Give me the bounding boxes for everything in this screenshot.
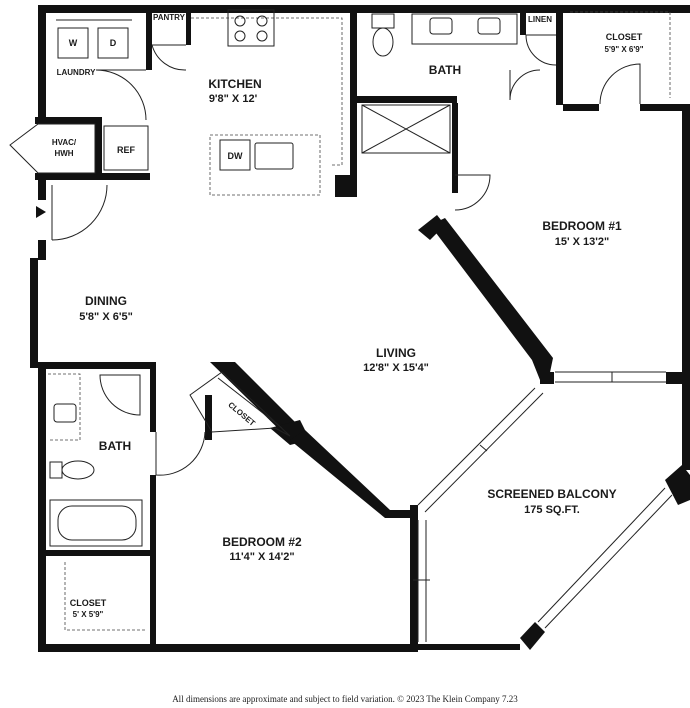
- hvac-closet: HVAC/ HWH: [9, 123, 96, 174]
- living-name: LIVING: [376, 346, 416, 360]
- washer-label: W: [69, 38, 78, 48]
- balcony-dims: 175 SQ.FT.: [524, 504, 580, 516]
- closet-door-icon: [599, 63, 641, 105]
- laundry-door-icon: [95, 69, 147, 121]
- kitchen-name: KITCHEN: [208, 77, 261, 91]
- kitchen-sink-icon: [254, 142, 294, 170]
- bedroom2-dims: 11'4" X 14'2": [229, 551, 294, 563]
- laundry-area: W D LAUNDRY: [56, 19, 147, 121]
- bedroom1-door-icon: [454, 174, 491, 211]
- living-dining: DINING 5'8" X 6'5" LIVING 12'8" X 15'4": [79, 294, 429, 374]
- washer-icon: [57, 27, 89, 59]
- bedroom1-name: BEDROOM #1: [542, 219, 622, 233]
- toilet-icon: [61, 460, 95, 480]
- pantry-label: PANTRY: [153, 13, 186, 22]
- bedroom2-name: BEDROOM #2: [222, 535, 302, 549]
- bath-top-name: BATH: [429, 63, 461, 77]
- bedroom2-door-icon: [155, 431, 206, 476]
- entry-arrow-icon: [36, 206, 46, 218]
- top-bath: BATH LINEN: [361, 13, 557, 154]
- linen-label: LINEN: [528, 15, 552, 24]
- balcony-glass: [413, 371, 673, 642]
- linen-door-icon: [525, 34, 557, 66]
- bedroom1-dims: 15' X 13'2": [555, 236, 609, 248]
- toilet-tank-icon: [371, 13, 395, 29]
- dishwasher-icon: [219, 139, 251, 171]
- hvac-label-1: HVAC/: [52, 138, 77, 147]
- ref-label: REF: [117, 145, 136, 155]
- hvac-label-2: HWH: [54, 149, 73, 158]
- screened-balcony: SCREENED BALCONY 175 SQ.FT.: [487, 487, 616, 516]
- dryer-label: D: [110, 38, 117, 48]
- dining-dims: 5'8" X 6'5": [79, 311, 133, 323]
- closet-bottom-dims: 5' X 5'9": [73, 610, 104, 619]
- closet-bottom-name: CLOSET: [70, 598, 107, 608]
- dryer-icon: [97, 27, 129, 59]
- pantry-door-icon: [151, 44, 187, 71]
- refrigerator-icon: [103, 125, 149, 171]
- dining-name: DINING: [85, 294, 127, 308]
- bath-bottom-name: BATH: [99, 439, 131, 453]
- walls: [30, 5, 690, 652]
- entry-door: [36, 184, 108, 241]
- dw-label: DW: [228, 151, 243, 161]
- top-closet: CLOSET 5'9" X 6'9": [570, 11, 671, 105]
- sink-icon: [53, 403, 77, 423]
- kitchen-dims: 9'8" X 12': [209, 93, 258, 105]
- bath-bottom-door-icon: [99, 374, 141, 416]
- toilet-tank-icon: [49, 461, 63, 479]
- bath-door-icon: [509, 69, 541, 101]
- closet-top-name: CLOSET: [606, 32, 643, 42]
- bedroom2: BEDROOM #2 11'4" X 14'2": [222, 535, 302, 563]
- footnote: All dimensions are approximate and subje…: [172, 694, 518, 704]
- toilet-icon: [372, 27, 394, 57]
- shower-icon: [361, 104, 451, 154]
- bottom-bath: BATH: [48, 373, 206, 547]
- bottom-closet: CLOSET 5' X 5'9": [64, 562, 145, 631]
- vanity-icon: [411, 13, 518, 45]
- balcony-name: SCREENED BALCONY: [487, 487, 616, 501]
- closet-top-dims: 5'9" X 6'9": [605, 45, 644, 54]
- sink-icon: [477, 17, 501, 35]
- kitchen-area: PANTRY DW KITCHEN 9'8" X 12' REF: [103, 9, 343, 196]
- stove-icon: [227, 9, 275, 47]
- sink-icon: [429, 17, 453, 35]
- laundry-label: LAUNDRY: [57, 68, 96, 77]
- bathtub-icon: [49, 499, 143, 547]
- living-dims: 12'8" X 15'4": [363, 362, 429, 374]
- bedroom1: BEDROOM #1 15' X 13'2": [454, 174, 622, 248]
- entry-door-icon: [51, 184, 108, 241]
